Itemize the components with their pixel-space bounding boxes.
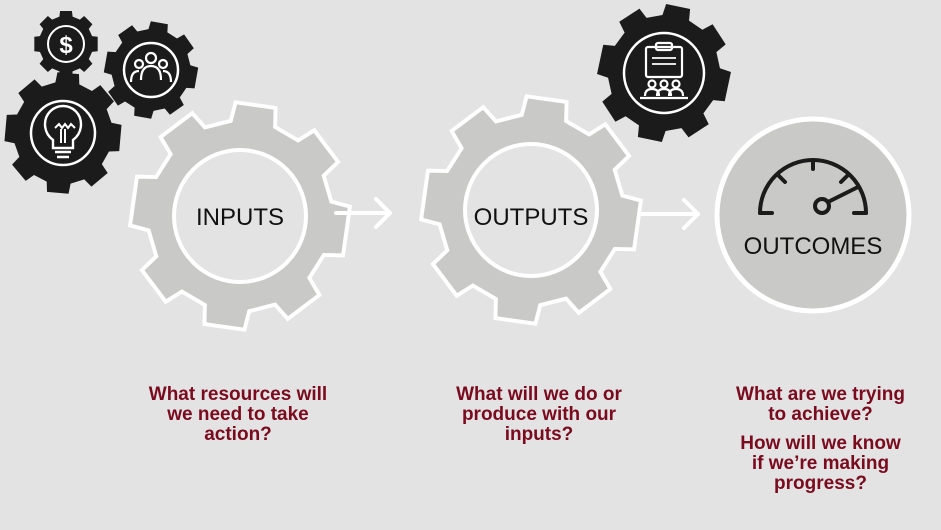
outcomes-followup-line: if we’re making xyxy=(751,453,890,474)
outcomes-label: OUTCOMES xyxy=(744,233,883,260)
arrow-outputs-to-outcomes xyxy=(640,198,700,230)
outputs-caption: What will we do or produce with our inpu… xyxy=(401,385,677,445)
outputs-gear: OUTPUTS xyxy=(409,84,653,336)
outcomes-caption: What are we trying to achieve? How will … xyxy=(700,385,941,494)
lightbulb-gear xyxy=(0,68,126,198)
outcomes-followup-line: How will we know xyxy=(740,433,901,454)
outcomes-circle: OUTCOMES xyxy=(714,116,912,314)
inputs-label: INPUTS xyxy=(196,204,284,231)
outcomes-caption-line: to achieve? xyxy=(768,404,873,425)
outcomes-caption-line: What are we trying xyxy=(736,384,905,405)
inputs-caption-line: we need to take xyxy=(167,404,309,425)
presentation-gear xyxy=(586,0,742,154)
speedometer-icon xyxy=(758,158,868,215)
inputs-caption-line: What resources will xyxy=(148,384,328,405)
dollar-gear: $ xyxy=(34,11,98,77)
outcomes-followup-line: progress? xyxy=(774,473,867,494)
dollar-icon: $ xyxy=(59,32,73,59)
outputs-label: OUTPUTS xyxy=(474,204,589,231)
outputs-caption-line: What will we do or xyxy=(456,384,622,405)
inputs-caption-line: action? xyxy=(204,424,272,445)
inputs-gear: INPUTS xyxy=(118,90,362,342)
lightbulb-icon xyxy=(43,104,83,159)
inputs-caption: What resources will we need to take acti… xyxy=(100,385,376,445)
outputs-caption-line: inputs? xyxy=(504,424,574,445)
arrow-inputs-to-outputs xyxy=(334,197,392,229)
outputs-caption-line: produce with our xyxy=(461,404,617,425)
people-gear xyxy=(97,14,205,126)
people-group-icon xyxy=(129,51,173,83)
presentation-clipboard-icon xyxy=(640,41,688,100)
svg-text:$: $ xyxy=(59,32,73,59)
